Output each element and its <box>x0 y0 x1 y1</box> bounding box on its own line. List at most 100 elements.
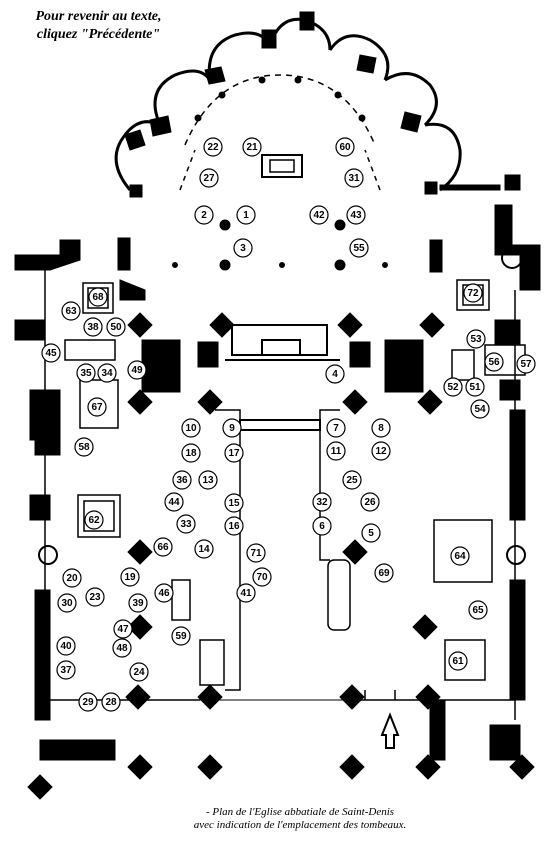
tomb-marker-label: 42 <box>313 210 325 221</box>
tomb-marker-circle <box>153 537 173 557</box>
tomb-marker-label: 26 <box>364 497 376 508</box>
tomb-marker-label: 51 <box>469 382 481 393</box>
tomb-marker-23: 23 <box>85 587 105 607</box>
tomb-marker-label: 62 <box>88 515 100 526</box>
tomb-marker-circle <box>224 516 244 536</box>
tomb-marker-label: 35 <box>80 368 92 379</box>
tomb-marker-72: 72 <box>463 283 483 303</box>
tomb-marker-2: 2 <box>194 205 214 225</box>
tomb-marker-label: 46 <box>158 588 170 599</box>
tomb-marker-circle <box>112 638 132 658</box>
tomb-marker-7: 7 <box>326 418 346 438</box>
tomb-marker-circle <box>484 352 504 372</box>
tomb-marker-label: 37 <box>60 665 72 676</box>
tomb-marker-27: 27 <box>199 168 219 188</box>
tomb-marker-31: 31 <box>344 168 364 188</box>
tomb-marker-circle <box>85 587 105 607</box>
tomb-marker-circle <box>371 441 391 461</box>
tomb-marker-circle <box>84 510 104 530</box>
tomb-marker-12: 12 <box>371 441 391 461</box>
tomb-marker-label: 71 <box>250 548 262 559</box>
caption-line-1: - Plan de l'Eglise abbatiale de Saint-De… <box>205 806 395 818</box>
tomb-marker-label: 52 <box>447 382 459 393</box>
tomb-marker-64: 64 <box>450 546 470 566</box>
tomb-marker-circle <box>361 523 381 543</box>
tomb-marker-label: 17 <box>228 448 240 459</box>
tomb-marker-label: 29 <box>82 697 94 708</box>
tomb-marker-13: 13 <box>198 470 218 490</box>
tomb-marker-circle <box>56 660 76 680</box>
tomb-marker-10: 10 <box>181 418 201 438</box>
tomb-marker-label: 53 <box>470 334 482 345</box>
tomb-marker-61: 61 <box>448 651 468 671</box>
tomb-marker-54: 54 <box>470 399 490 419</box>
back-to-text-hint[interactable]: Pour revenir au texte, cliquez "Précéden… <box>6 8 191 44</box>
figure-caption: - Plan de l'Eglise abbatiale de Saint-De… <box>150 806 450 832</box>
tomb-marker-label: 44 <box>168 497 180 508</box>
tomb-marker-circle <box>468 600 488 620</box>
apse-buttresses <box>124 11 438 198</box>
tomb-marker-label: 15 <box>228 498 240 509</box>
tomb-marker-25: 25 <box>342 470 362 490</box>
tomb-marker-22: 22 <box>203 137 223 157</box>
tomb-marker-circle <box>164 492 184 512</box>
tomb-marker-circle <box>172 470 192 490</box>
tomb-marker-19: 19 <box>120 567 140 587</box>
tomb-structures <box>64 279 526 686</box>
tomb-marker-label: 13 <box>202 475 214 486</box>
tomb-marker-circle <box>198 470 218 490</box>
tomb-marker-circle <box>374 563 394 583</box>
tomb-marker-53: 53 <box>466 329 486 349</box>
tomb-marker-label: 49 <box>131 365 143 376</box>
tomb-marker-label: 47 <box>117 624 129 635</box>
tomb-marker-circle <box>236 205 256 225</box>
tomb-marker-circle <box>443 377 463 397</box>
tomb-marker-label: 60 <box>339 142 351 153</box>
tomb-marker-label: 70 <box>256 572 268 583</box>
tomb-marker-circle <box>470 399 490 419</box>
tomb-marker-33: 33 <box>176 514 196 534</box>
tomb-marker-circle <box>233 238 253 258</box>
tomb-marker-label: 58 <box>78 442 90 453</box>
tomb-marker-6: 6 <box>312 516 332 536</box>
tomb-marker-label: 38 <box>87 322 99 333</box>
tomb-marker-48: 48 <box>112 638 132 658</box>
tomb-marker-3: 3 <box>233 238 253 258</box>
tomb-marker-71: 71 <box>246 543 266 563</box>
tomb-marker-label: 57 <box>520 359 532 370</box>
tomb-marker-69: 69 <box>374 563 394 583</box>
tomb-marker-42: 42 <box>309 205 329 225</box>
tomb-marker-49: 49 <box>127 360 147 380</box>
tomb-marker-circle <box>448 651 468 671</box>
tomb-marker-4: 4 <box>325 364 345 384</box>
tomb-marker-52: 52 <box>443 377 463 397</box>
tomb-marker-circle <box>335 137 355 157</box>
tomb-marker-label: 20 <box>66 573 78 584</box>
tomb-marker-58: 58 <box>74 437 94 457</box>
tomb-marker-label: 32 <box>316 497 328 508</box>
tomb-marker-label: 8 <box>378 423 384 434</box>
tomb-marker-16: 16 <box>224 516 244 536</box>
tomb-marker-label: 19 <box>124 572 136 583</box>
tomb-marker-45: 45 <box>41 343 61 363</box>
tomb-marker-43: 43 <box>346 205 366 225</box>
nave-pillars <box>27 312 535 800</box>
tomb-marker-24: 24 <box>129 662 149 682</box>
tomb-marker-14: 14 <box>194 539 214 559</box>
tomb-marker-label: 40 <box>60 641 72 652</box>
tomb-marker-circle <box>516 354 536 374</box>
tomb-marker-label: 10 <box>185 423 197 434</box>
tomb-marker-30: 30 <box>57 593 77 613</box>
tomb-marker-label: 59 <box>175 631 187 642</box>
ambulatory-arc <box>184 74 376 146</box>
tomb-marker-51: 51 <box>465 377 485 397</box>
tomb-marker-label: 65 <box>472 605 484 616</box>
tomb-marker-label: 25 <box>346 475 358 486</box>
tomb-marker-circle <box>344 168 364 188</box>
nav-hint-line-2: cliquez "Précédente" <box>36 27 161 42</box>
tomb-marker-68: 68 <box>88 287 108 307</box>
tomb-marker-circle <box>236 583 256 603</box>
tomb-marker-label: 72 <box>467 288 479 299</box>
tomb-marker-8: 8 <box>371 418 391 438</box>
